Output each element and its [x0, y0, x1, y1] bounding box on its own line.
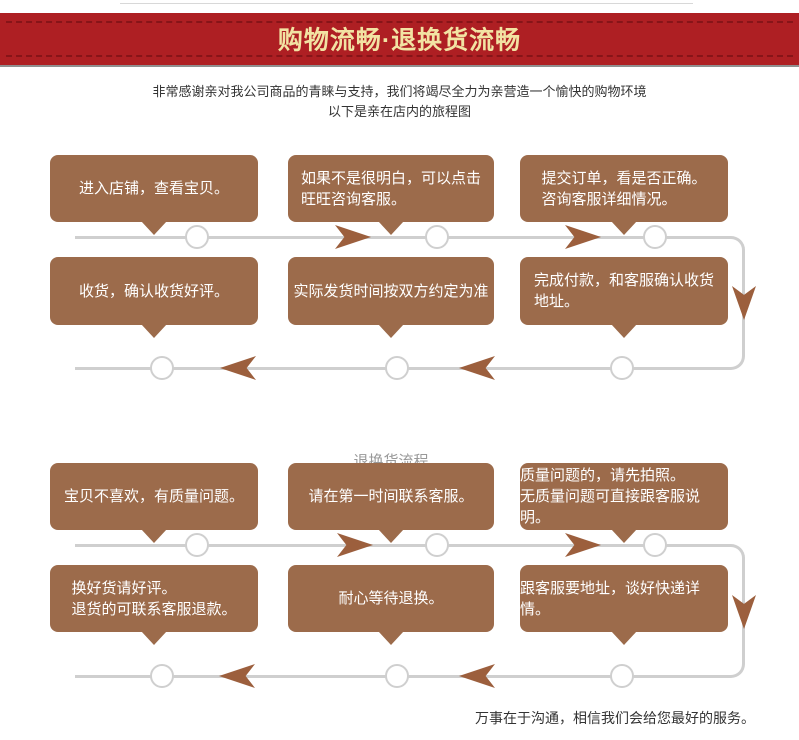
step-label: 如果不是很明白，可以点击 旺旺咨询客服。 — [300, 169, 481, 208]
step-exchange-feedback: 换好货请好评。 退货的可联系客服退款。 — [50, 565, 258, 632]
flow-node — [610, 664, 634, 688]
step-label: 完成付款，和客服确认收货 地址。 — [533, 272, 714, 310]
flow-node — [385, 356, 409, 380]
intro-text: 非常感谢亲对我公司商品的青睐与支持，我们将竭尽全力为亲营造一个愉快的购物环境 以… — [0, 82, 799, 122]
flow-node — [425, 225, 449, 249]
footer-text: 万事在于沟通，相信我们会给您最好的服务。 — [475, 710, 755, 726]
step-label: 进入店铺，查看宝贝。 — [78, 180, 229, 197]
banner-dashed-line-top — [6, 21, 793, 23]
step-label: 耐心等待退换。 — [338, 590, 444, 607]
flow-node — [150, 356, 174, 380]
step-quality-issue: 宝贝不喜欢，有质量问题。 — [50, 463, 258, 530]
flow-node — [385, 664, 409, 688]
top-divider — [120, 3, 693, 4]
step-label: 宝贝不喜欢，有质量问题。 — [63, 488, 244, 505]
intro-line-1: 非常感谢亲对我公司商品的青睐与支持，我们将竭尽全力为亲营造一个愉快的购物环境 — [152, 84, 647, 99]
flow-node — [643, 225, 667, 249]
flow-node — [425, 533, 449, 557]
flow-node — [643, 533, 667, 557]
page-title: 购物流畅·退换货流畅 — [277, 26, 522, 55]
step-label: 跟客服要地址，谈好快递详情。 — [520, 579, 701, 618]
flow-node — [185, 533, 209, 557]
step-label: 收货，确认收货好评。 — [78, 282, 229, 300]
step-take-photo: 质量问题的，请先拍照。 无质量问题可直接跟客服说明。 — [520, 463, 728, 530]
step-wait-exchange: 耐心等待退换。 — [288, 565, 494, 632]
step-label: 质量问题的，请先拍照。 无质量问题可直接跟客服说明。 — [520, 467, 701, 526]
step-submit-order: 提交订单，看是否正确。 咨询客服详细情况。 — [520, 155, 728, 222]
step-confirm-receipt: 收货，确认收货好评。 — [50, 257, 258, 325]
step-label: 提交订单，看是否正确。 咨询客服详细情况。 — [541, 169, 707, 208]
step-label: 换好货请好评。 退货的可联系客服退款。 — [71, 579, 237, 618]
step-shipping-time: 实际发货时间按双方约定为准 — [288, 257, 494, 325]
flow-node — [185, 225, 209, 249]
intro-line-2: 以下是亲在店内的旅程图 — [327, 104, 471, 119]
step-contact-service: 请在第一时间联系客服。 — [288, 463, 494, 530]
flow-node — [610, 356, 634, 380]
step-complete-payment: 完成付款，和客服确认收货 地址。 — [520, 257, 728, 325]
banner-dashed-line-bottom — [6, 55, 793, 57]
step-label: 请在第一时间联系客服。 — [308, 488, 474, 505]
flow-node — [150, 664, 174, 688]
step-get-address: 跟客服要地址，谈好快递详情。 — [520, 565, 728, 632]
title-banner: 购物流畅·退换货流畅 — [0, 13, 799, 67]
step-ask-service: 如果不是很明白，可以点击 旺旺咨询客服。 — [288, 155, 494, 222]
step-label: 实际发货时间按双方约定为准 — [293, 282, 489, 300]
step-enter-shop: 进入店铺，查看宝贝。 — [50, 155, 258, 222]
